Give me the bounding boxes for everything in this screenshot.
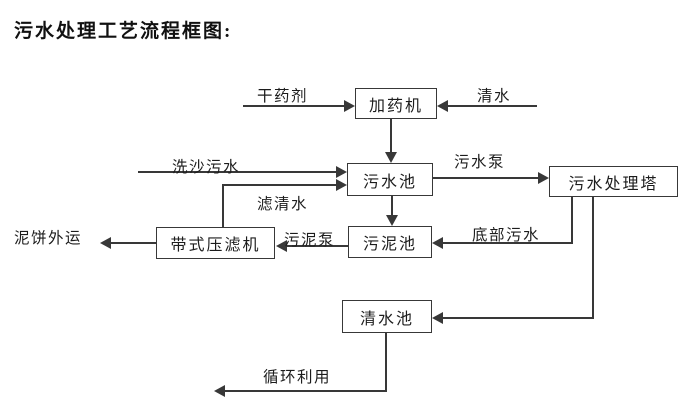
node-dosing-machine-label: 加药机	[368, 97, 423, 115]
line-sewage-to-sludge	[391, 196, 393, 216]
line-dry-agent	[243, 105, 344, 107]
line-dosing-to-sewage	[390, 119, 392, 153]
line-filtered-water-horizontal	[222, 184, 336, 186]
arrowhead-left-icon	[437, 100, 448, 112]
diagram-title: 污水处理工艺流程框图:	[14, 21, 233, 42]
line-filtered-water-vertical	[222, 184, 224, 228]
node-clean-water-pool-label: 清水池	[359, 310, 414, 328]
line-sludge-pump	[287, 245, 348, 247]
arrowhead-left-icon	[432, 237, 443, 249]
arrowhead-right-icon	[336, 166, 347, 178]
line-bottom-sewage	[443, 242, 573, 244]
line-tower-to-clean-horizontal	[443, 317, 594, 319]
node-clean-water-pool: 清水池	[342, 300, 432, 333]
line-tower-to-clean-vertical	[592, 197, 594, 319]
node-sewage-pool-label: 污水池	[362, 173, 417, 191]
label-filtered-water: 滤清水	[257, 196, 309, 213]
line-mud-cake-out	[111, 242, 156, 244]
label-sludge-pump: 污泥泵	[284, 232, 336, 249]
label-clean-water: 清水	[477, 88, 512, 105]
node-sludge-pool: 污泥池	[348, 226, 432, 258]
node-belt-filter-press: 带式压滤机	[156, 227, 275, 259]
arrowhead-down-icon	[385, 152, 397, 163]
arrowhead-left-icon	[276, 240, 287, 252]
node-sewage-pool: 污水池	[347, 163, 433, 196]
node-dosing-machine: 加药机	[355, 88, 437, 119]
label-sewage-pump: 污水泵	[454, 154, 506, 171]
line-sand-washing-sewage	[138, 171, 336, 173]
line-sewage-pump	[433, 177, 538, 179]
node-belt-filter-press-label: 带式压滤机	[170, 237, 261, 254]
label-recycling: 循环利用	[263, 369, 332, 386]
node-treatment-tower-label: 污水处理塔	[568, 175, 659, 193]
node-treatment-tower: 污水处理塔	[549, 166, 678, 197]
label-mud-cake-outbound: 泥饼外运	[14, 230, 83, 247]
label-sand-washing-sewage: 洗沙污水	[172, 159, 241, 176]
arrowhead-left-icon	[214, 385, 225, 397]
line-recycle-vertical	[385, 333, 387, 392]
arrowhead-right-icon	[336, 179, 347, 191]
arrowhead-left-icon	[432, 312, 443, 324]
label-bottom-sewage: 底部污水	[472, 227, 541, 244]
arrowhead-down-icon	[386, 215, 398, 226]
node-sludge-pool-label: 污泥池	[362, 236, 417, 253]
label-dry-agent: 干药剂	[257, 88, 309, 105]
arrowhead-right-icon	[538, 172, 549, 184]
line-recycle-horizontal	[225, 390, 387, 392]
line-tower-bottom-left	[571, 197, 573, 244]
line-clean-water	[448, 105, 537, 107]
arrowhead-left-icon	[100, 237, 111, 249]
arrowhead-right-icon	[344, 100, 355, 112]
